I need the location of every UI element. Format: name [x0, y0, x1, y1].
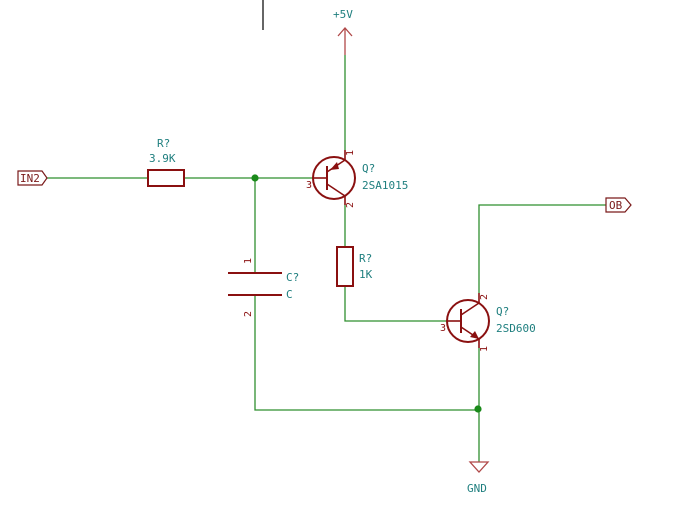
transistor-q2[interactable] — [446, 293, 490, 348]
q2-pin1: 1 — [479, 346, 490, 352]
r1-value: 3.9K — [149, 152, 176, 165]
r2-ref: R? — [359, 252, 372, 265]
q2-pin2: 2 — [479, 294, 490, 300]
vcc-label: +5V — [333, 8, 353, 21]
wires — [47, 55, 606, 462]
vcc-symbol — [337, 27, 353, 55]
r1-ref: R? — [157, 137, 170, 150]
gnd-symbol — [468, 461, 490, 473]
q1-value: 2SA1015 — [362, 179, 408, 192]
gnd-label: GND — [467, 482, 487, 495]
c1-pin1: 1 — [243, 258, 254, 264]
input-label-flag[interactable]: IN2 — [17, 170, 48, 186]
input-label-text: IN2 — [20, 172, 40, 185]
resistor-r2[interactable] — [336, 246, 354, 287]
r2-value: 1K — [359, 268, 373, 281]
c1-pin2: 2 — [243, 311, 254, 317]
q1-pin2: 2 — [345, 202, 356, 208]
q1-pin3: 3 — [306, 180, 312, 191]
junction-dot — [251, 174, 259, 182]
c1-ref: C? — [286, 271, 299, 284]
transistor-q1[interactable] — [312, 150, 356, 205]
output-label-flag[interactable]: OB — [605, 197, 632, 213]
q1-ref: Q? — [362, 162, 375, 175]
output-label-text: OB — [609, 199, 623, 212]
q1-pin1: 1 — [345, 150, 356, 156]
q2-value: 2SD600 — [496, 322, 536, 335]
junction-dot — [474, 405, 482, 413]
resistor-r1[interactable] — [147, 169, 185, 187]
q2-pin3: 3 — [440, 323, 446, 334]
q2-ref: Q? — [496, 305, 509, 318]
capacitor-c1[interactable] — [228, 272, 282, 296]
c1-value: C — [286, 288, 293, 301]
